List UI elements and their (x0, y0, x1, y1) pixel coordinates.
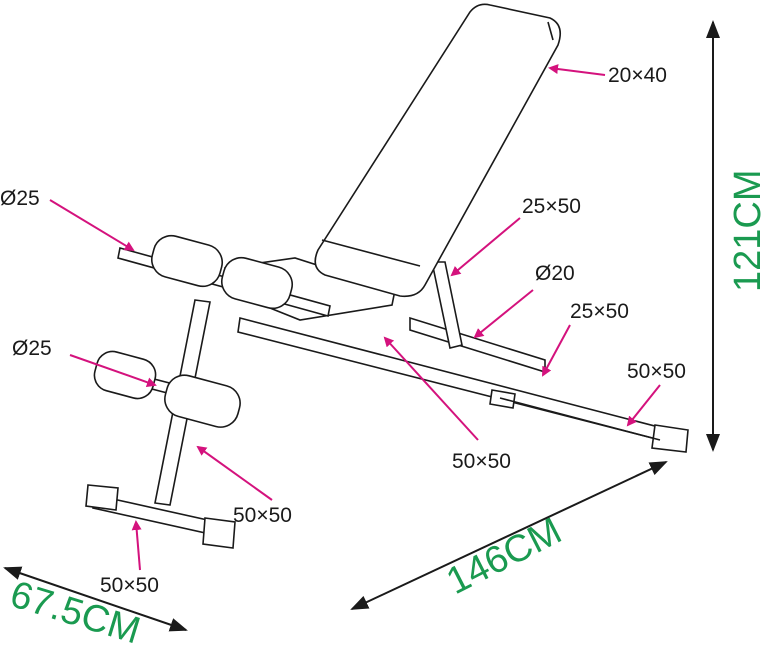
lower-roller-right (164, 374, 241, 428)
pointer-main-rail (383, 336, 479, 441)
ladder-bracket (409, 316, 546, 374)
upper-roller-right (221, 256, 293, 310)
height-dimension-label: 121CM (727, 170, 768, 293)
pointer-rear-foot (626, 384, 661, 427)
label-backrest-tube: 20×40 (608, 64, 667, 87)
pointer-upper-roller-bar (49, 199, 135, 252)
pointer-ladder-bracket (542, 324, 571, 377)
front-foot-cap-right (202, 517, 236, 549)
front-foot-cap-left (85, 484, 119, 511)
pointer-lower-roller-bar (69, 354, 157, 388)
label-ladder-bracket: 25×50 (570, 300, 629, 323)
label-lower-roller-bar: Ø25 (12, 337, 52, 360)
pointer-arrows (49, 64, 661, 571)
label-front-foot-tube: 50×50 (100, 574, 159, 597)
label-upper-roller-bar: Ø25 (0, 187, 40, 210)
label-main-rail: 50×50 (452, 450, 511, 473)
pointer-backrest-support (450, 217, 521, 277)
pointer-front-foot (131, 520, 142, 571)
rear-foot-cap (651, 424, 689, 453)
width-dimension-arrow (3, 566, 188, 632)
upper-roller-left (151, 234, 223, 288)
bench-drawing (85, 3, 689, 549)
pointer-backrest-tube (548, 64, 606, 76)
label-backrest-support: 25×50 (522, 195, 581, 218)
length-dimension-label: 146CM (440, 510, 568, 603)
label-front-leg: 50×50 (233, 504, 292, 527)
backrest-pad (314, 3, 561, 298)
backrest-support (431, 261, 463, 349)
label-adjust-pin: Ø20 (535, 262, 575, 285)
length-dimension-arrow (350, 461, 668, 610)
pointer-adjust-pin (473, 289, 534, 339)
pointer-front-leg (196, 445, 273, 501)
label-rear-foot-tube: 50×50 (627, 360, 686, 383)
